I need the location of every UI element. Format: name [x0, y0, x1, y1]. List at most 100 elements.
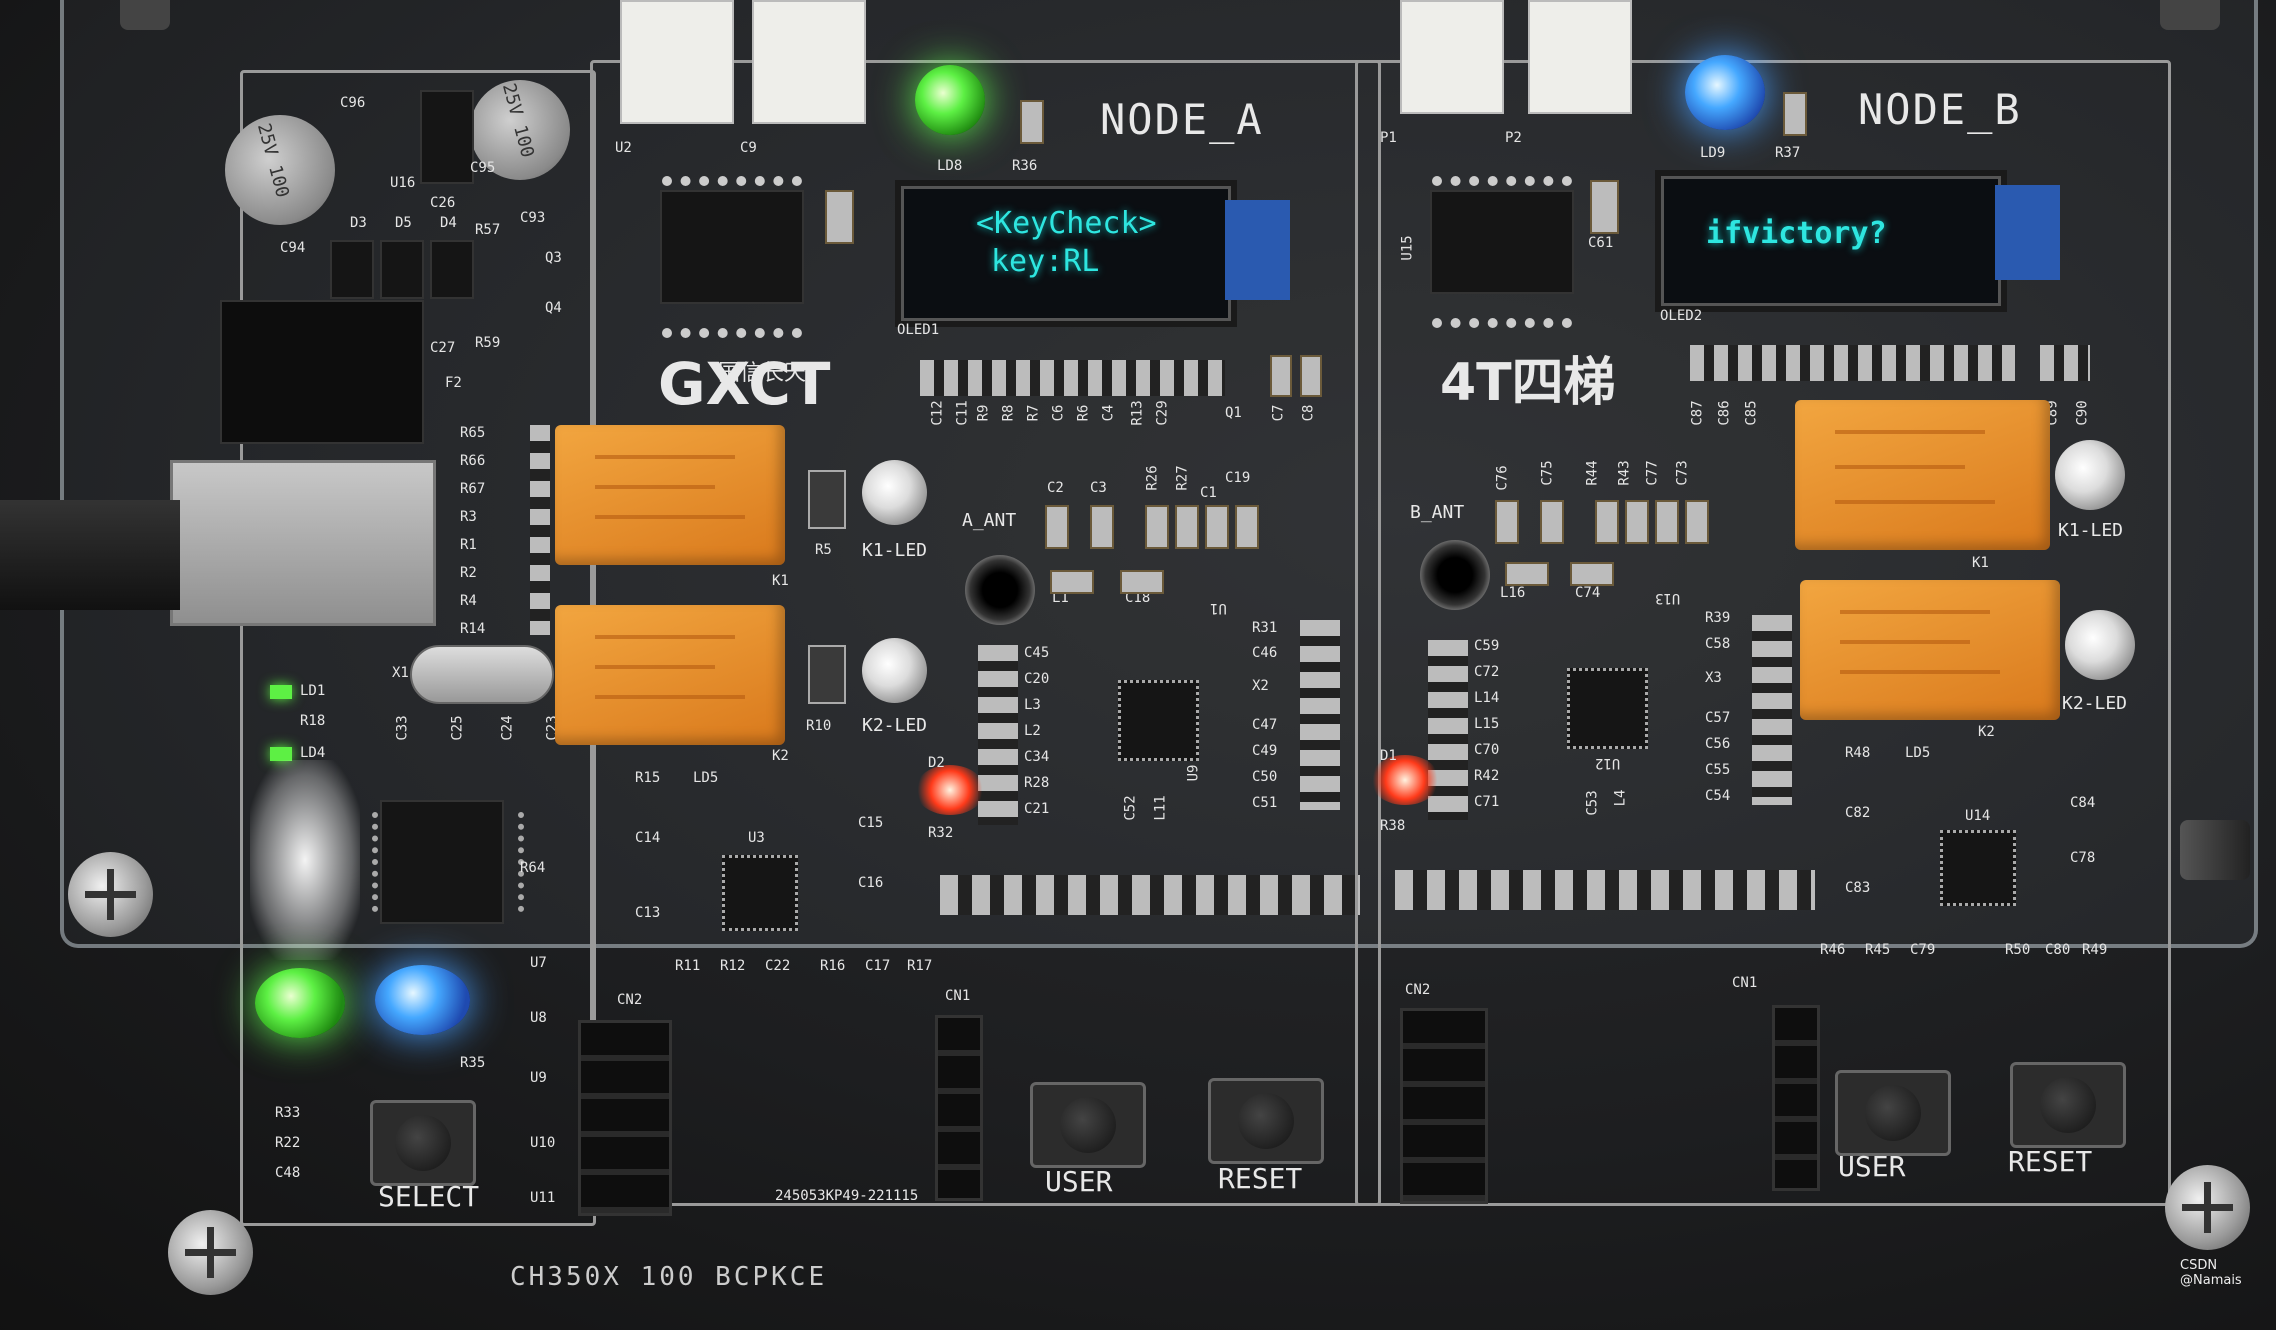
user-label-b: USER: [1838, 1150, 1906, 1183]
label-u15: U15: [1399, 235, 1416, 261]
label-r38: R38: [1380, 818, 1406, 834]
label-c7: C7: [1270, 404, 1287, 422]
header-cn2-a[interactable]: [578, 1020, 672, 1216]
label-u12: U12: [1595, 755, 1621, 771]
label-c82: C82: [1845, 805, 1871, 821]
connector-p1-b[interactable]: [1400, 0, 1504, 114]
connector-p2-a[interactable]: [752, 0, 866, 124]
label-r3: R3: [460, 509, 477, 525]
label-c74: C74: [1575, 585, 1601, 601]
u15-pins: [1432, 176, 1572, 328]
reset-button-b-cap[interactable]: [2040, 1077, 2096, 1133]
mcu-u3: [722, 855, 798, 931]
label-l11-a: L11: [1152, 795, 1169, 821]
label-r64: R64: [520, 860, 546, 876]
user-button-b-cap[interactable]: [1865, 1085, 1921, 1141]
label-c22: C22: [765, 958, 791, 974]
connector-p1-a[interactable]: [620, 0, 734, 124]
label-oled2: OLED2: [1660, 308, 1703, 324]
label-k1-a: K1: [772, 573, 789, 589]
select-button-cap[interactable]: [395, 1115, 451, 1171]
reset-button-a-cap[interactable]: [1238, 1093, 1294, 1149]
label-r7: R7: [1025, 404, 1042, 422]
oled-b-connector: [1995, 185, 2060, 280]
label-l4: L4: [1612, 789, 1629, 807]
label-r26-a: R26: [1144, 465, 1161, 491]
label-c11: C11: [954, 400, 971, 426]
label-c12: C12: [929, 400, 946, 426]
relay-k2-a-print-3: [595, 695, 745, 699]
label-c87: C87: [1689, 400, 1706, 426]
header-cn1-a[interactable]: [935, 1015, 983, 1201]
reset-button-b[interactable]: [2010, 1062, 2126, 1148]
label-r48: R48: [1845, 745, 1871, 761]
label-r13: R13: [1129, 400, 1146, 426]
crystal-x1: [410, 645, 554, 704]
label-c90: C90: [2074, 400, 2091, 426]
label-c27: C27: [430, 340, 456, 356]
relay-k1-b-print-2: [1835, 465, 1965, 469]
relay-k1-a: [555, 425, 785, 565]
label-c45: C45: [1024, 645, 1050, 661]
label-r39: R39: [1705, 610, 1731, 626]
label-c21: C21: [1024, 801, 1050, 817]
serial-text-a: 245053KP49-221115: [775, 1188, 919, 1204]
usb-cable: [0, 500, 180, 610]
select-button[interactable]: [370, 1100, 476, 1186]
label-r17: R17: [907, 958, 933, 974]
cap-column-b-right: [1752, 615, 1792, 805]
label-r11: R11: [675, 958, 701, 974]
label-x3: X3: [1705, 670, 1722, 686]
node-a-title: NODE_A: [1100, 95, 1264, 144]
label-r59: R59: [475, 335, 501, 351]
reset-button-a[interactable]: [1208, 1078, 1324, 1164]
smd-block-a-mid-3: [1145, 505, 1169, 549]
label-c53: C53: [1584, 790, 1601, 816]
rf-chip-u12: [1567, 668, 1648, 749]
label-c8: C8: [1300, 404, 1317, 422]
user-button-b[interactable]: [1835, 1070, 1951, 1156]
label-c54: C54: [1705, 788, 1731, 804]
label-c48: C48: [275, 1165, 301, 1181]
capacitor-c61: [1590, 180, 1619, 234]
label-r46: R46: [1820, 942, 1846, 958]
led-k1-b: [2055, 440, 2125, 510]
label-c59: C59: [1474, 638, 1500, 654]
label-l14: L14: [1474, 690, 1500, 706]
relay-k1-a-print-2: [595, 485, 715, 489]
user-button-a[interactable]: [1030, 1082, 1146, 1168]
relay-k1-b-print: [1835, 430, 1985, 434]
user-button-a-cap[interactable]: [1060, 1097, 1116, 1153]
label-c76: C76: [1494, 465, 1511, 491]
label-c33: C33: [394, 715, 411, 741]
usb-b-port[interactable]: [170, 460, 436, 626]
logo-cn-a: 国信长天: [718, 361, 807, 386]
label-r16: R16: [820, 958, 846, 974]
node-b-frame: [1355, 60, 2171, 1206]
label-ld4: LD4: [300, 745, 326, 761]
antenna-a: [965, 555, 1035, 625]
ic-u15: [1430, 176, 1574, 328]
label-d1: D1: [1380, 748, 1397, 764]
label-ld1: LD1: [300, 683, 326, 699]
label-r32: R32: [928, 825, 954, 841]
smd-block-b-mid-6: [1685, 500, 1709, 544]
header-cn2-b[interactable]: [1400, 1008, 1488, 1204]
label-r57: R57: [475, 222, 501, 238]
label-r42: R42: [1474, 768, 1500, 784]
led-k2-a: [862, 638, 927, 703]
label-q3: Q3: [545, 250, 562, 266]
label-c2-a: C2: [1047, 480, 1064, 496]
label-cn2-b: CN2: [1405, 982, 1431, 998]
capacitor-c9: [825, 190, 854, 244]
dc-jack: [220, 300, 424, 444]
label-c55: C55: [1705, 762, 1731, 778]
relay-k1-a-print-3: [595, 515, 745, 519]
header-cn1-b[interactable]: [1772, 1005, 1820, 1191]
label-u3: U3: [748, 830, 765, 846]
connector-p2-b[interactable]: [1528, 0, 1632, 114]
label-c20: C20: [1024, 671, 1050, 687]
label-u13: U13: [1655, 590, 1681, 606]
label-c17: C17: [865, 958, 891, 974]
bottom-labels-b: R46 R45 C79 R50 C80 R49: [1820, 942, 2120, 972]
